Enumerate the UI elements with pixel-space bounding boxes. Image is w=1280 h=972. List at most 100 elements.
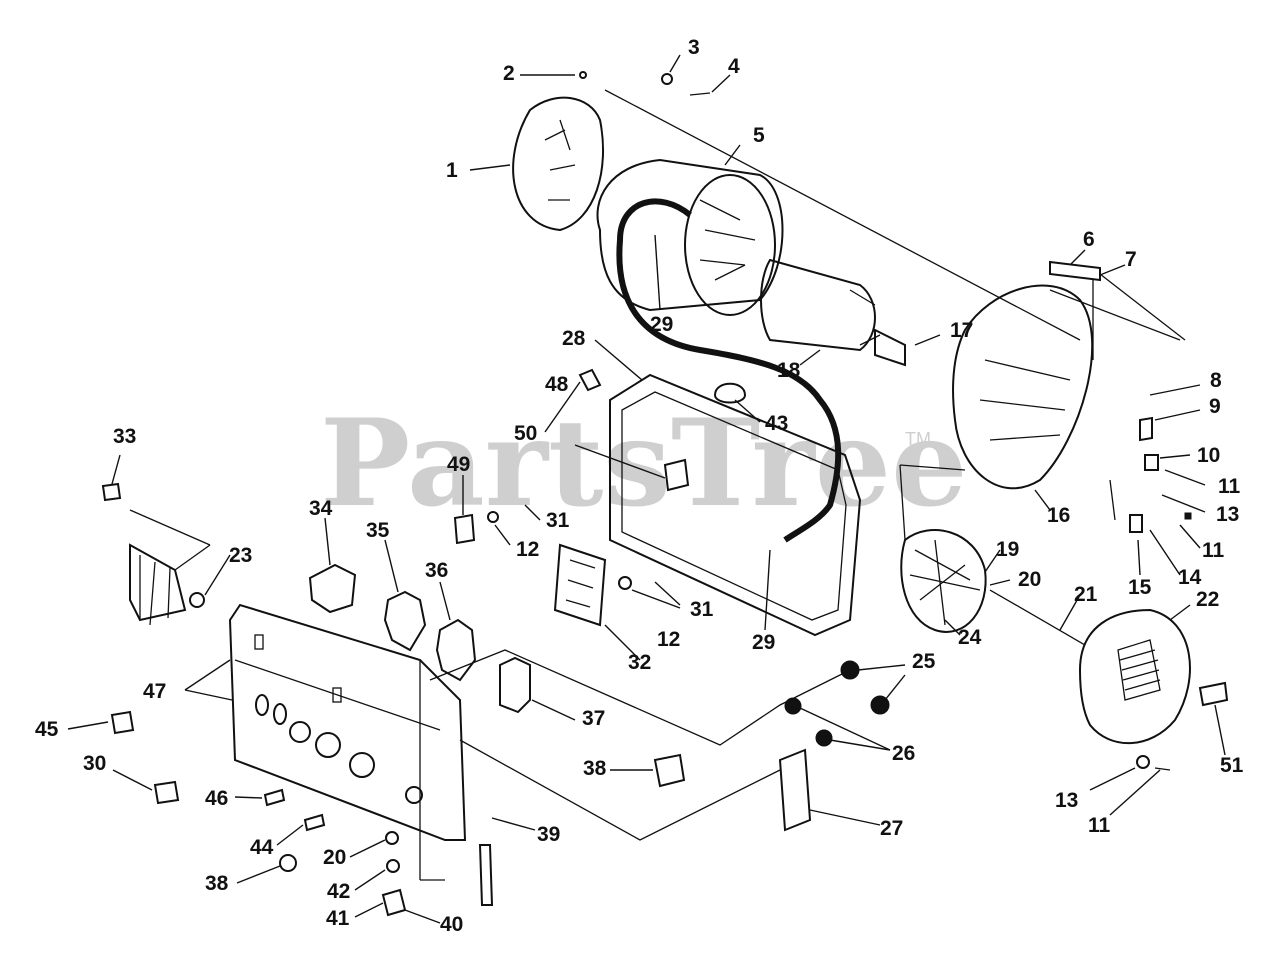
hardware-small-parts	[579, 71, 1192, 771]
callout-46: 46	[205, 787, 228, 810]
terminal-strip-27	[778, 748, 812, 832]
wire-run-a	[429, 649, 851, 746]
callout-48: 48	[545, 373, 569, 396]
clip-41	[381, 888, 407, 917]
callout-15: 15	[1128, 576, 1152, 599]
callout-2: 2	[503, 62, 515, 85]
callout-30: 30	[83, 752, 106, 775]
knob-45	[110, 710, 135, 735]
stator-housing	[596, 89, 1081, 341]
callout-47: 47	[143, 680, 166, 703]
switch-38	[653, 753, 686, 788]
callout-4: 4	[728, 55, 740, 78]
callout-29-a: 29	[650, 313, 673, 336]
callout-44: 44	[250, 836, 274, 859]
callout-31-b: 31	[690, 598, 714, 621]
callout-18: 18	[777, 359, 801, 382]
callout-3: 3	[688, 36, 700, 59]
callout-45: 45	[35, 718, 59, 741]
rear-bearing-carrier	[952, 260, 1186, 490]
callout-labels: 1 2 3 4 5 6 7 8 9 10 11 11 11 12 12 13 1…	[35, 36, 1244, 936]
callout-12-a: 12	[516, 538, 539, 561]
callout-19: 19	[996, 538, 1019, 561]
callout-16: 16	[1047, 504, 1070, 527]
end-bell	[512, 96, 604, 232]
callout-36: 36	[425, 559, 448, 582]
screw-44	[303, 813, 326, 832]
callout-14: 14	[1178, 566, 1202, 589]
callout-34: 34	[309, 497, 333, 520]
callout-38-b: 38	[205, 872, 229, 895]
screw-46	[263, 788, 286, 807]
callout-38-a: 38	[583, 757, 607, 780]
callout-42: 42	[327, 880, 350, 903]
callout-13-a: 13	[1216, 503, 1239, 526]
bushing-23	[189, 592, 205, 608]
callout-11-b: 11	[1202, 539, 1225, 562]
watermark-text: PartsTree	[320, 393, 967, 534]
callout-20-a: 20	[1018, 568, 1041, 591]
receptacle-34	[308, 563, 357, 614]
breaker-37	[499, 656, 531, 714]
grommet-26b	[815, 729, 833, 747]
callout-17: 17	[950, 319, 973, 342]
receptacle-35	[383, 590, 427, 652]
circuit-board	[553, 543, 607, 627]
callout-7: 7	[1125, 248, 1137, 271]
bracket-50	[578, 368, 602, 392]
callout-27: 27	[880, 817, 903, 840]
callout-24: 24	[958, 626, 982, 649]
callout-1: 1	[446, 159, 458, 182]
callout-5: 5	[753, 124, 765, 147]
callout-41: 41	[326, 907, 350, 930]
watermark: PartsTree TM	[320, 393, 967, 534]
nut-38	[279, 854, 297, 872]
callout-33: 33	[113, 425, 136, 448]
blower-fan	[899, 464, 987, 633]
callout-22: 22	[1196, 588, 1219, 611]
grommet-25b	[870, 695, 890, 715]
washer-20b	[385, 831, 399, 845]
callout-39: 39	[537, 823, 560, 846]
wiring-harness	[616, 198, 842, 543]
callout-11-c: 11	[1088, 814, 1111, 837]
plate-49	[453, 513, 476, 545]
bolt-39	[478, 844, 494, 906]
grommet-26a	[784, 697, 802, 715]
callout-23: 23	[229, 544, 252, 567]
callout-20-b: 20	[323, 846, 346, 869]
control-box	[609, 373, 862, 637]
washer-12a	[487, 511, 499, 523]
rotor	[760, 258, 906, 367]
callout-6: 6	[1083, 228, 1095, 251]
callout-13-b: 13	[1055, 789, 1078, 812]
callout-21: 21	[1074, 583, 1098, 606]
callout-40: 40	[440, 913, 463, 936]
callout-51: 51	[1220, 754, 1244, 777]
callout-9: 9	[1209, 395, 1221, 418]
callout-35: 35	[366, 519, 390, 542]
receptacle-36	[435, 618, 477, 682]
knob-30	[153, 780, 180, 805]
callout-11-a: 11	[1218, 475, 1241, 498]
callout-12-b: 12	[657, 628, 680, 651]
rear-cover	[1078, 608, 1229, 745]
callout-31-a: 31	[546, 509, 570, 532]
washer-42	[386, 859, 400, 873]
callout-26: 26	[892, 742, 915, 765]
callout-37: 37	[582, 707, 605, 730]
callout-50: 50	[514, 422, 537, 445]
screw-33	[101, 482, 122, 502]
callout-8: 8	[1210, 369, 1222, 392]
callout-43: 43	[765, 412, 788, 435]
callout-49: 49	[447, 453, 470, 476]
wire-run-b	[459, 739, 781, 841]
callout-29-b: 29	[752, 631, 775, 654]
callout-28: 28	[562, 327, 586, 350]
watermark-trademark: TM	[905, 429, 931, 449]
leader-lines	[67, 54, 1226, 924]
panel-bracket	[129, 509, 211, 626]
washer-12b	[618, 576, 632, 590]
